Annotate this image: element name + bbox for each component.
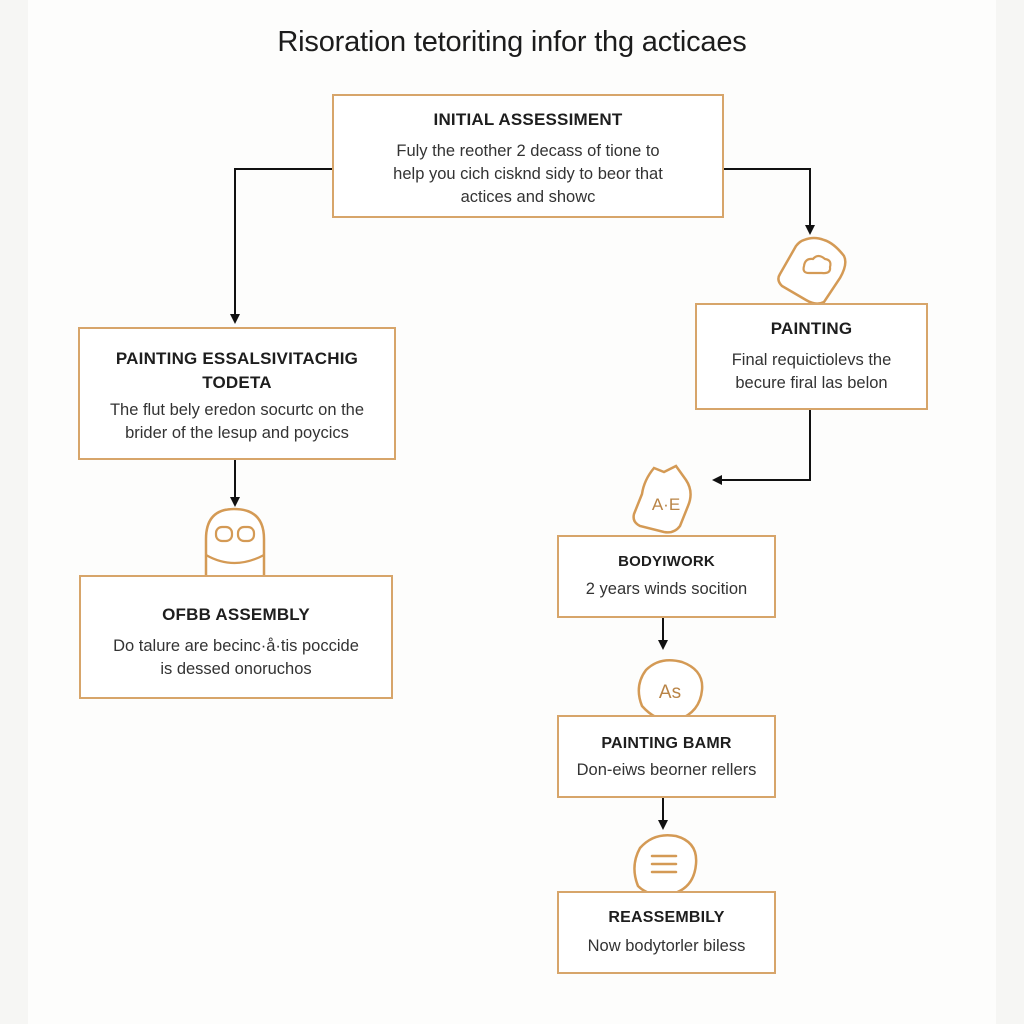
node-heading: TODETA	[202, 373, 272, 392]
cloud-tag-icon	[777, 236, 847, 305]
node-painting-essalsivitachig: PAINTING ESSALSIVITACHIG TODETA The flut…	[78, 327, 396, 460]
node-heading: OFBB ASSEMBLY	[162, 605, 310, 624]
arrow-initial-to-right	[724, 168, 815, 235]
list-badge-icon	[633, 834, 698, 897]
node-bodywork: BODYIWORK 2 years winds socition	[557, 535, 776, 618]
node-painting: PAINTING Final requictiolevs the becure …	[695, 303, 928, 410]
arrow-initial-to-left	[230, 168, 332, 324]
node-text-line: becure firal las belon	[735, 374, 888, 392]
node-heading: INITIAL ASSESSIMENT	[433, 110, 623, 129]
svg-text:As: As	[659, 682, 681, 703]
node-initial-assessment: INITIAL ASSESSIMENT Fuly the reother 2 d…	[332, 94, 724, 218]
node-text-line: help you cich cisknd sidy to beor that	[393, 165, 663, 183]
arrow-painting-to-bodywork	[712, 410, 811, 485]
node-ofbb-assembly: OFBB ASSEMBLY Do talure are becinc·å·tis…	[79, 575, 393, 699]
node-text-line: 2 years winds socition	[585, 580, 748, 598]
svg-text:A·E: A·E	[652, 495, 680, 514]
ae-tag-icon: A·E	[632, 464, 692, 534]
node-painting-bamr: PAINTING BAMR Don-eiws beorner rellers	[557, 715, 776, 798]
node-text-line: Final requictiolevs the	[731, 351, 892, 369]
as-badge-icon: As	[637, 659, 704, 722]
node-heading: BODYIWORK	[618, 553, 715, 570]
node-heading: REASSEMBILY	[608, 909, 725, 926]
node-heading: PAINTING	[770, 319, 853, 338]
node-text-line: Don-eiws beorner rellers	[576, 761, 757, 779]
diagram-title: Risoration tetoriting infor thg acticaes	[277, 26, 747, 58]
node-text-line: Fuly the reother 2 decass of tione to	[396, 142, 660, 160]
node-text-line: Now bodytorler biless	[587, 937, 746, 955]
node-text-line: The flut bely eredon socurtc on the	[109, 401, 365, 419]
node-text-line: Do talure are becinc·å·tis poccide	[113, 637, 359, 655]
node-reassembly: REASSEMBILY Now bodytorler biless	[557, 891, 776, 974]
face-icon	[204, 507, 266, 575]
node-heading: PAINTING ESSALSIVITACHIG	[115, 349, 359, 368]
node-text-line: actices and showc	[460, 188, 596, 206]
node-text-line: is dessed onoruchos	[160, 660, 312, 678]
node-text-line: brider of the lesup and poycics	[125, 424, 349, 442]
node-heading: PAINTING BAMR	[601, 735, 732, 752]
